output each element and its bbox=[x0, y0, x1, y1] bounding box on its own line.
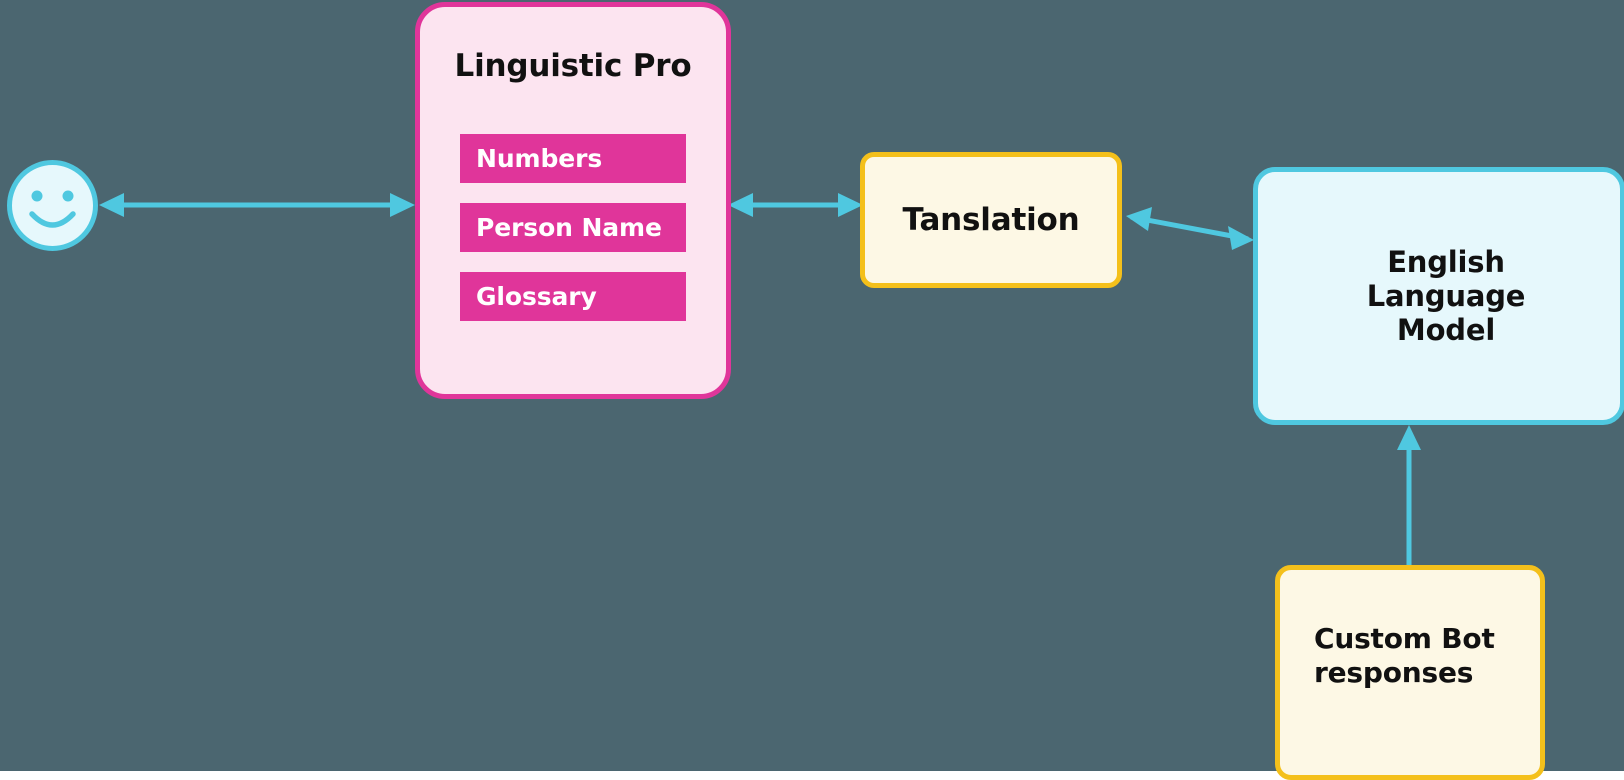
connector-custom-bot-responses-to-english-language-model bbox=[1397, 425, 1421, 566]
custom-bot-responses-node[interactable]: Custom Bot responses bbox=[1275, 565, 1545, 780]
tag-label: Glossary bbox=[476, 282, 597, 311]
smiley-face-icon bbox=[7, 160, 98, 251]
tag-label: Numbers bbox=[476, 144, 603, 173]
connector-translation-to-english-language-model bbox=[1126, 207, 1254, 250]
connector-linguistic-pro-to-translation bbox=[728, 193, 863, 217]
tag-label: Person Name bbox=[476, 213, 662, 242]
custom-bot-responses-label: Custom Bot responses bbox=[1314, 621, 1495, 689]
translation-label: Tanslation bbox=[902, 202, 1080, 238]
connector-user-to-linguistic-pro bbox=[99, 193, 415, 217]
tag-person-name[interactable]: Person Name bbox=[460, 203, 686, 252]
linguistic-pro-title: Linguistic Pro bbox=[454, 48, 692, 84]
translation-node[interactable]: Tanslation bbox=[860, 152, 1122, 288]
user-smiley-node[interactable] bbox=[5, 158, 100, 253]
linguistic-pro-tag-list: Numbers Person Name Glossary bbox=[460, 134, 686, 321]
english-language-model-node[interactable]: English Language Model bbox=[1253, 167, 1624, 425]
tag-numbers[interactable]: Numbers bbox=[460, 134, 686, 183]
linguistic-pro-card[interactable]: Linguistic Pro Numbers Person Name Gloss… bbox=[415, 2, 731, 399]
tag-glossary[interactable]: Glossary bbox=[460, 272, 686, 321]
english-language-model-label: English Language Model bbox=[1366, 244, 1526, 348]
